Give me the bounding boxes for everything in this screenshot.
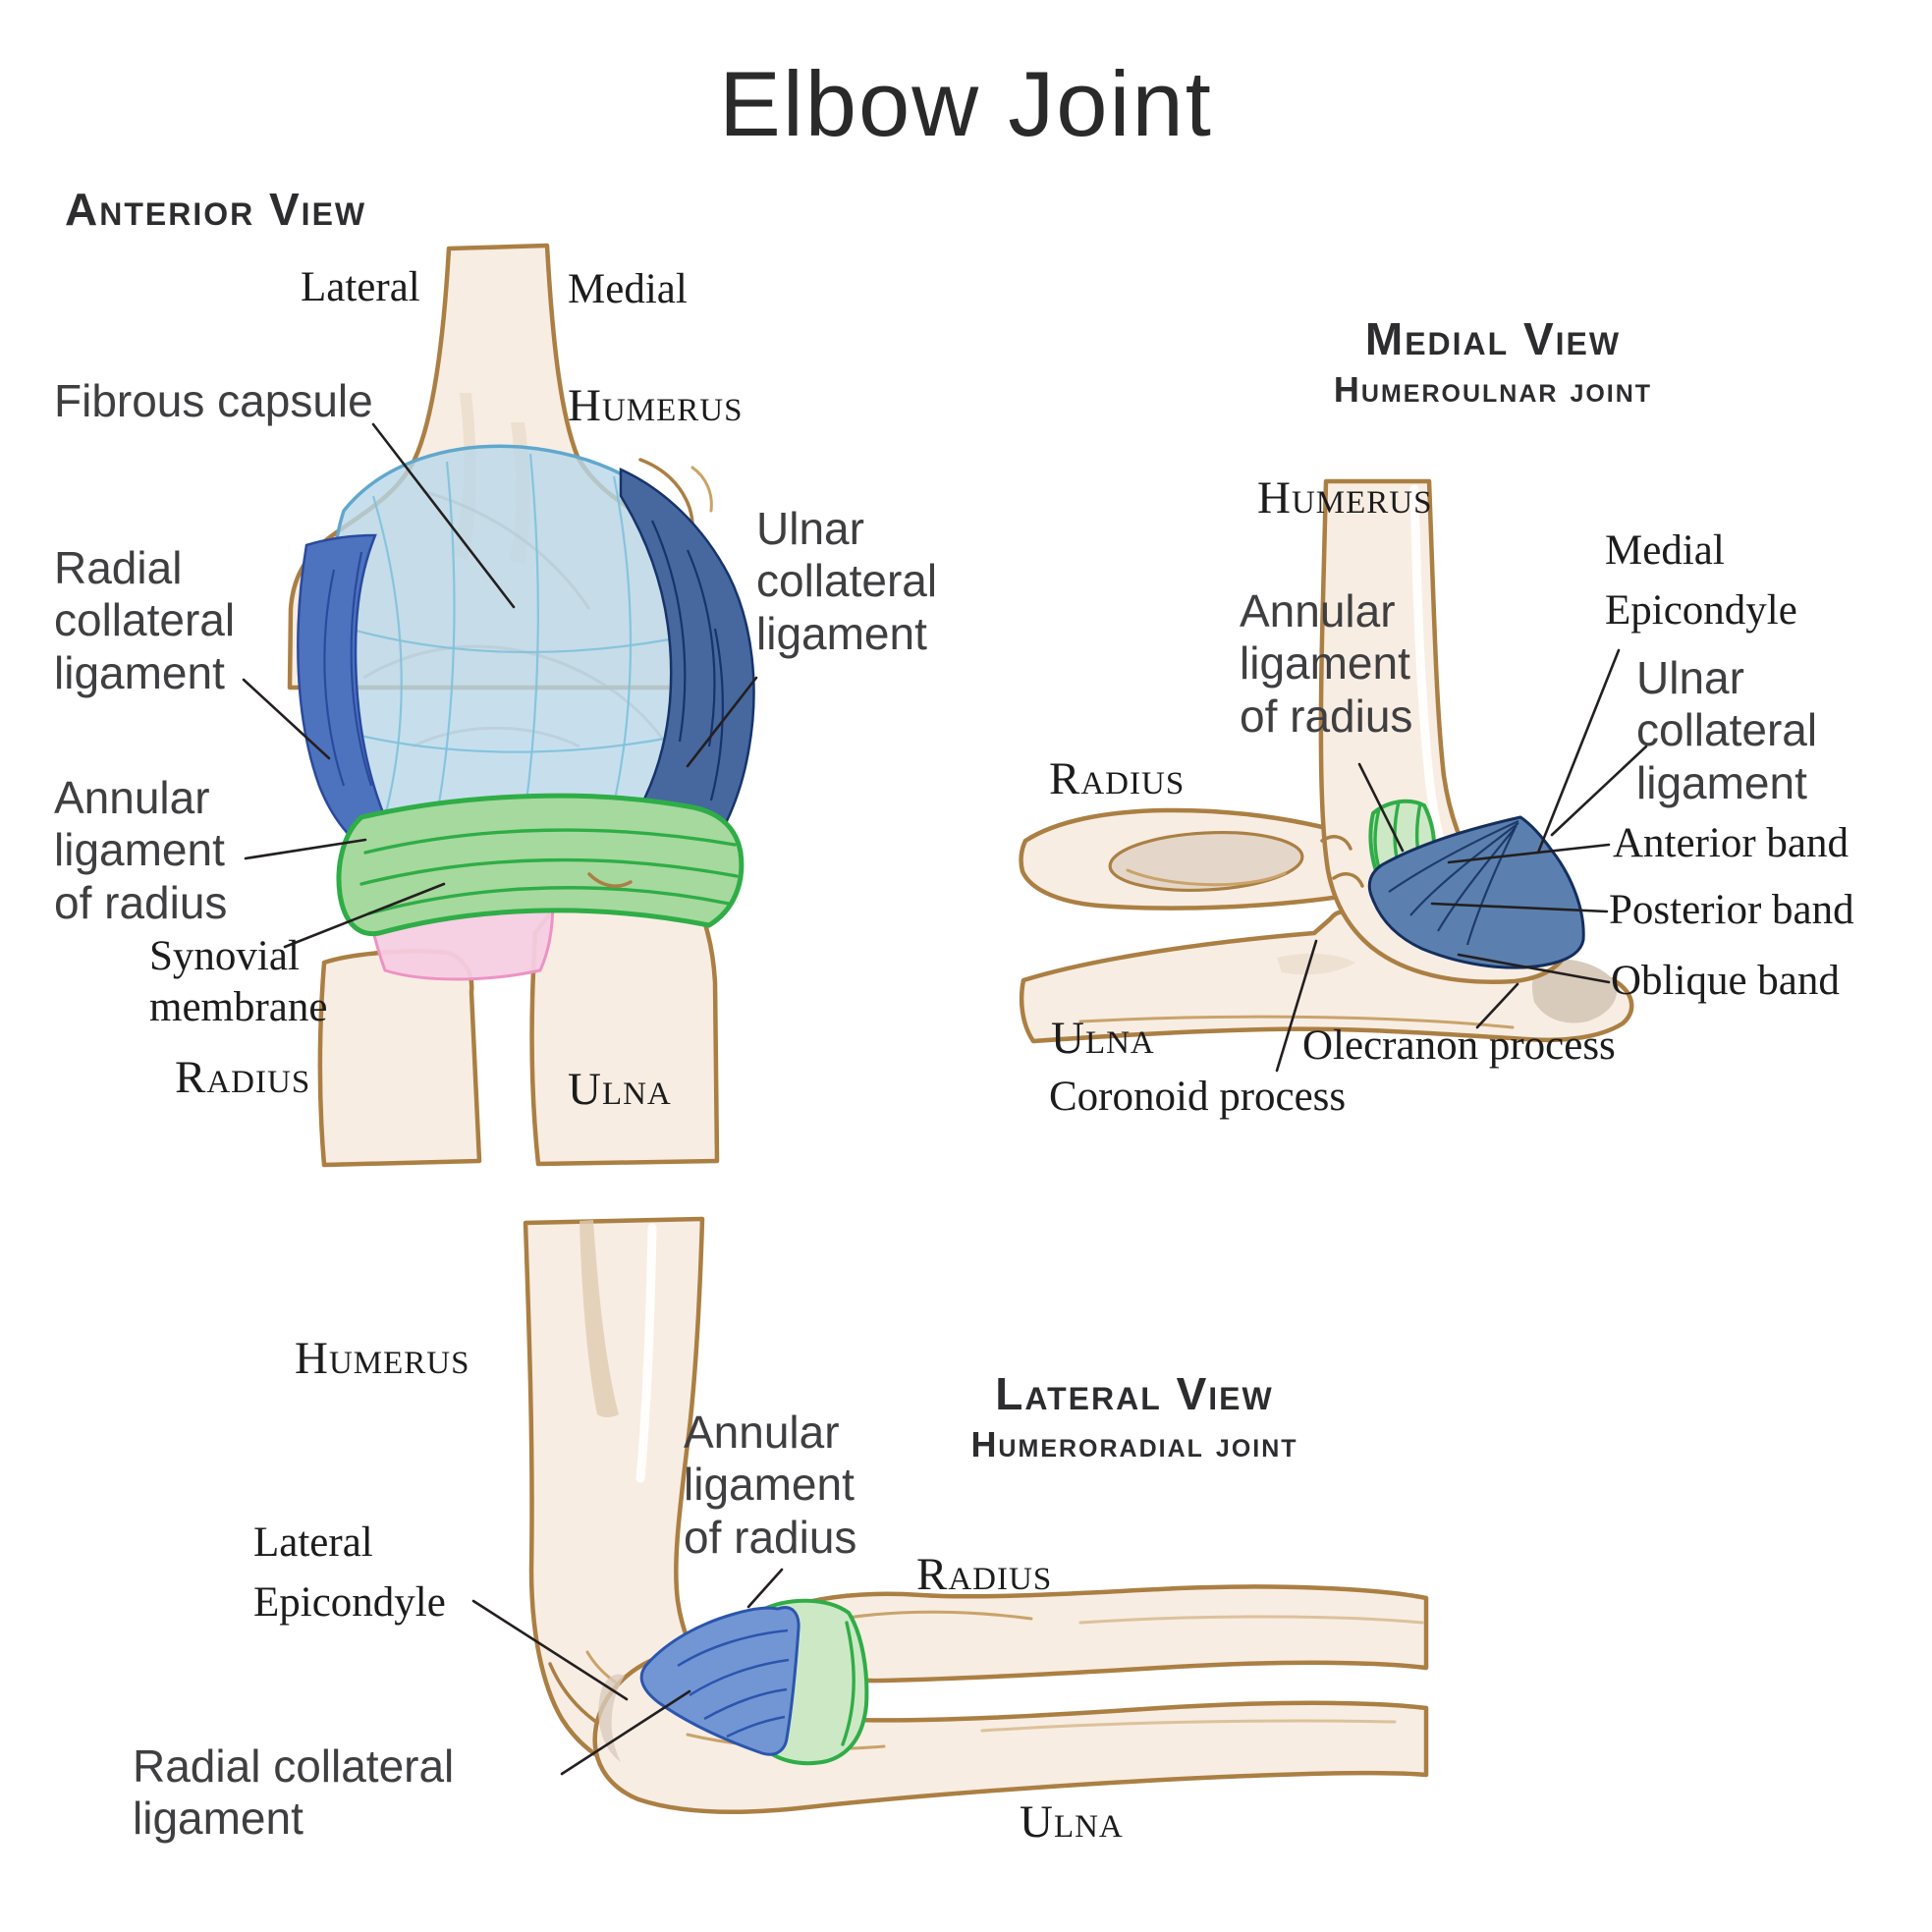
- label-radial-collateral-anterior: Radial collateral ligament: [54, 542, 236, 698]
- leader-ulnar-collateral-anterior: [686, 676, 758, 768]
- leader-lines: [242, 422, 1648, 1776]
- ulnar-collateral-ligament-shape: [1367, 815, 1585, 969]
- label-anterior-band: Anterior band: [1613, 820, 1849, 866]
- lateral-view-heading-text: Lateral View: [995, 1368, 1274, 1419]
- leader-ulnar-collateral-medial: [1550, 745, 1648, 837]
- label-oblique-band: Oblique band: [1611, 958, 1840, 1004]
- medial-view-subheading-text: Humeroulnar joint: [1333, 368, 1653, 410]
- leader-fibrous-capsule: [371, 422, 516, 609]
- olecranon-shading: [1532, 959, 1618, 1023]
- label-synovial-membrane: Synovial membrane: [149, 933, 328, 1030]
- label-ulnar-collateral-anterior: Ulnar collateral ligament: [756, 503, 938, 659]
- label-ulna-medial: Ulna: [1051, 1013, 1155, 1064]
- label-annular-ligament-lateral: Annular ligament of radius: [684, 1407, 857, 1563]
- medial-view-illustration: [1019, 478, 1634, 1044]
- anterior-view-heading: Anterior View: [65, 185, 366, 235]
- radial-collateral-ligament-shape: [639, 1606, 800, 1756]
- label-ulnar-collateral-medial: Ulnar collateral ligament: [1636, 652, 1818, 808]
- leader-annular-medial: [1357, 762, 1405, 853]
- label-medial-direction: Medial: [568, 266, 688, 312]
- leader-medial-epicondyle: [1536, 648, 1621, 855]
- leader-annular-anterior: [244, 838, 367, 860]
- label-coronoid-process: Coronoid process: [1049, 1074, 1347, 1120]
- label-fibrous-capsule: Fibrous capsule: [54, 375, 373, 426]
- label-medial-epicondyle: Medial Epicondyle: [1605, 527, 1797, 635]
- ulna-bone: [1019, 910, 1634, 1044]
- label-radius-lateral: Radius: [916, 1549, 1053, 1600]
- label-lateral-epicondyle: Lateral Epicondyle: [253, 1519, 446, 1627]
- radius-bone: [317, 949, 482, 1168]
- leader-coronoid-process: [1275, 939, 1318, 1073]
- label-lateral-direction: Lateral: [301, 264, 420, 310]
- label-annular-ligament-medial: Annular ligament of radius: [1240, 585, 1413, 742]
- leader-anterior-band: [1447, 843, 1611, 864]
- label-olecranon-process: Olecranon process: [1302, 1022, 1616, 1069]
- lateral-view-heading: Lateral View Humeroradial joint: [899, 1369, 1370, 1463]
- anterior-view-heading-text: Anterior View: [65, 184, 367, 235]
- label-annular-ligament-anterior: Annular ligament of radius: [54, 772, 228, 928]
- leader-posterior-band: [1430, 902, 1609, 913]
- label-ulna-lateral: Ulna: [1020, 1796, 1124, 1848]
- anterior-view-illustration: [287, 243, 755, 1168]
- label-humerus-medial: Humerus: [1257, 472, 1433, 524]
- medial-view-heading-text: Medial View: [1364, 313, 1622, 364]
- label-humerus-anterior: Humerus: [568, 380, 744, 431]
- label-radius-anterior: Radius: [175, 1052, 311, 1103]
- leader-lateral-epicondyle: [471, 1599, 629, 1701]
- label-ulna-anterior: Ulna: [568, 1064, 672, 1115]
- lateral-view-illustration: [523, 1216, 1429, 1814]
- label-radius-medial: Radius: [1049, 753, 1186, 804]
- label-radial-collateral-lateral: Radial collateral ligament: [133, 1740, 455, 1845]
- leader-radial-collateral-lateral: [560, 1689, 691, 1776]
- annular-ligament-shape: [336, 793, 745, 937]
- label-humerus-lateral: Humerus: [295, 1333, 470, 1384]
- leader-synovial-membrane: [283, 882, 446, 949]
- medial-view-heading: Medial View Humeroulnar joint: [1287, 314, 1699, 409]
- leader-annular-lateral: [746, 1568, 784, 1609]
- label-posterior-band: Posterior band: [1609, 887, 1854, 933]
- page-title: Elbow Joint: [719, 52, 1213, 155]
- radius-bone: [770, 1584, 1429, 1684]
- leader-olecranon-process: [1475, 982, 1519, 1029]
- leader-oblique-band: [1457, 953, 1611, 984]
- leader-radial-collateral: [242, 678, 331, 760]
- lateral-view-subheading-text: Humeroradial joint: [970, 1423, 1298, 1464]
